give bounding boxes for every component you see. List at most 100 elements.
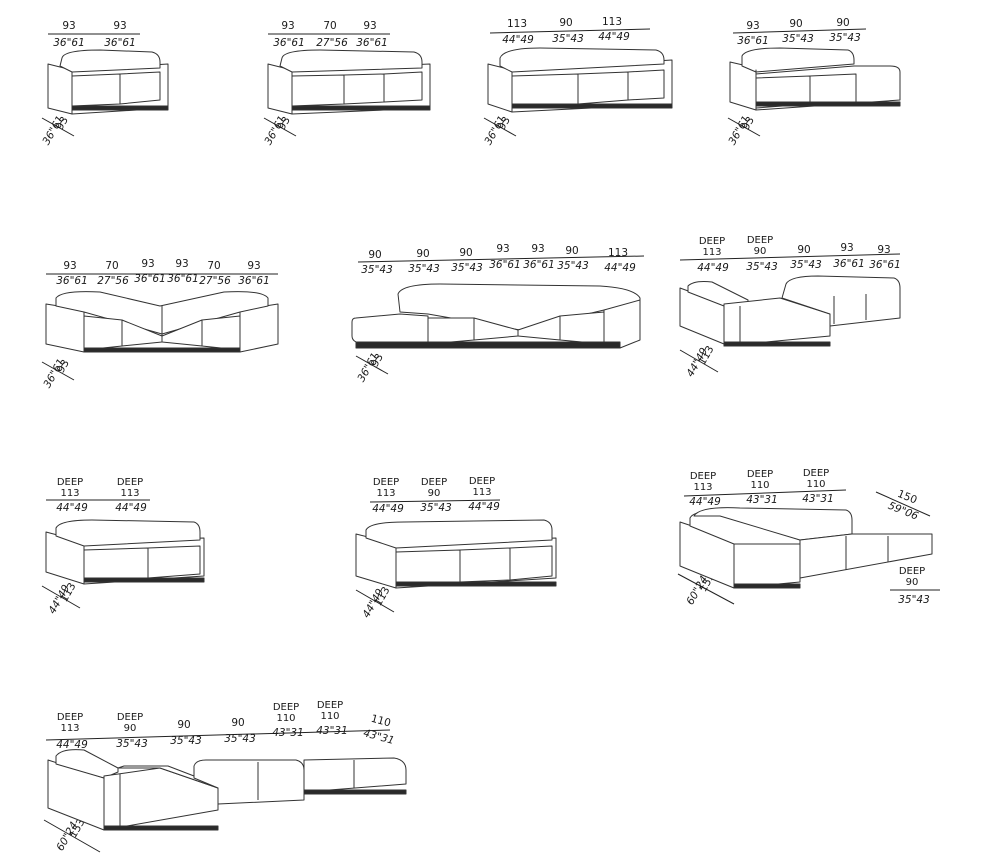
- config-3-sofa-drawing: [487, 47, 673, 113]
- config-5-w2-in: 27"56: [97, 275, 129, 287]
- config-5-w6-in: 36"61: [238, 275, 270, 287]
- config-5-w6-cm: 93: [247, 260, 260, 272]
- config-11-w1-in: 44"49: [56, 739, 88, 751]
- config-2-w1-in: 36"61: [273, 37, 305, 49]
- config-5-w1-in: 36"61: [56, 275, 88, 287]
- config-5-w5-cm: 70: [207, 260, 220, 272]
- config-11-w3-in: 35"43: [170, 735, 202, 747]
- config-7-w2-in: 35"43: [746, 261, 778, 273]
- config-6-dimensions: 90 35"43 90 35"43 90 35"43 93 36"61 93 3…: [355, 243, 645, 384]
- config-4-w2-cm: 90: [789, 18, 802, 30]
- config-10-w3-in: 43"31: [802, 493, 834, 505]
- config-3-w2-cm: 90: [559, 17, 572, 29]
- config-7-w5-in: 36"61: [869, 259, 901, 271]
- config-6-w3-in: 35"43: [451, 262, 483, 274]
- config-1-w2-cm: 93: [113, 20, 126, 32]
- config-5-w4-in: 36"61: [167, 273, 199, 285]
- config-6: 90 35"43 90 35"43 90 35"43 93 36"61 93 3…: [351, 243, 645, 384]
- config-11-w7-cm: 110: [370, 713, 392, 730]
- config-5-w3-in: 36"61: [134, 273, 166, 285]
- config-6-w1-cm: 90: [368, 249, 381, 261]
- config-9-sofa-drawing: [355, 519, 557, 589]
- config-3-w1-in: 44"49: [502, 34, 534, 46]
- config-4-w1-cm: 93: [746, 20, 759, 32]
- config-2-depth-cm: 93: [276, 115, 293, 133]
- config-11-w7-in: 43"31: [362, 727, 396, 747]
- config-6-w2-cm: 90: [416, 248, 429, 260]
- config-10-w1-in: 44"49: [689, 496, 721, 508]
- config-2-w3-cm: 93: [363, 20, 376, 32]
- config-6-w5-cm: 93: [531, 243, 544, 255]
- config-7-w5-cm: 93: [877, 244, 890, 256]
- config-7-w3-cm: 90: [797, 244, 810, 256]
- config-4-w2-in: 35"43: [782, 33, 814, 45]
- config-5: 93 36"61 70 27"56 93 36"61 93 36"61 70 2…: [41, 258, 279, 390]
- config-1-depth-cm: 93: [54, 115, 71, 133]
- config-3-w2-in: 35"43: [552, 33, 584, 45]
- config-6-w7-cm: 113: [608, 247, 628, 259]
- config-9-w1-in: 44"49: [372, 503, 404, 515]
- config-5-w2-cm: 70: [105, 260, 118, 272]
- config-2: 93 36"61 70 27"56 93 36"61 93 36"61: [262, 20, 431, 147]
- config-8-w2-in: 44"49: [115, 502, 147, 514]
- config-1-w1-in: 36"61: [53, 37, 85, 49]
- config-11-w5-in: 43"31: [272, 727, 304, 739]
- config-11-w3-cm: 90: [177, 719, 190, 731]
- config-2-w2-cm: 70: [323, 20, 336, 32]
- config-6-w1-in: 35"43: [361, 264, 393, 276]
- config-3: 113 44"49 90 35"43 113 44"49 93 36"61: [482, 16, 673, 147]
- config-10-sofa-drawing: [679, 507, 933, 589]
- config-6-w2-in: 35"43: [408, 263, 440, 275]
- config-6-sofa-drawing: [351, 283, 641, 349]
- config-6-w5-in: 36"61: [523, 259, 555, 271]
- config-2-dimensions: 93 36"61 70 27"56 93 36"61 93 36"61: [262, 20, 390, 147]
- config-1-sofa-drawing: [47, 49, 169, 115]
- config-10-chaise-width-in: 35"43: [898, 594, 930, 606]
- config-6-w6-in: 35"43: [557, 260, 589, 272]
- config-2-sofa-drawing: [267, 49, 431, 115]
- config-3-w3-cm: 113: [602, 16, 622, 28]
- config-11-w6-in: 43"31: [316, 725, 348, 737]
- config-9-w3-in: 44"49: [468, 501, 500, 513]
- config-6-w3-cm: 90: [459, 247, 472, 259]
- config-7-sofa-drawing: [679, 275, 901, 347]
- config-8-sofa-drawing: [45, 519, 205, 585]
- config-7-w3-in: 35"43: [790, 259, 822, 271]
- config-3-w1-cm: 113: [507, 18, 527, 30]
- config-6-w4-in: 36"61: [489, 259, 521, 271]
- config-3-depth-cm: 93: [496, 115, 513, 133]
- config-7-w4-cm: 93: [840, 242, 853, 254]
- config-8-w1-in: 44"49: [56, 502, 88, 514]
- config-10-w2-in: 43"31: [746, 494, 778, 506]
- config-4-sofa-drawing: [729, 47, 901, 111]
- config-2-w1-cm: 93: [281, 20, 294, 32]
- config-4-w3-in: 35"43: [829, 32, 861, 44]
- config-5-sofa-drawing: [45, 291, 279, 353]
- config-2-w3-in: 36"61: [356, 37, 388, 49]
- config-11-w2-in: 35"43: [116, 738, 148, 750]
- config-3-w3-in: 44"49: [598, 31, 630, 43]
- config-1-w2-in: 36"61: [104, 37, 136, 49]
- config-11-w4-cm: 90: [231, 717, 244, 729]
- config-5-w5-in: 27"56: [199, 275, 231, 287]
- config-5-w1-cm: 93: [63, 260, 76, 272]
- config-6-w7-in: 44"49: [604, 262, 636, 274]
- config-6-depth-cm: 93: [369, 352, 386, 370]
- config-11-sofa-drawing: [47, 749, 407, 831]
